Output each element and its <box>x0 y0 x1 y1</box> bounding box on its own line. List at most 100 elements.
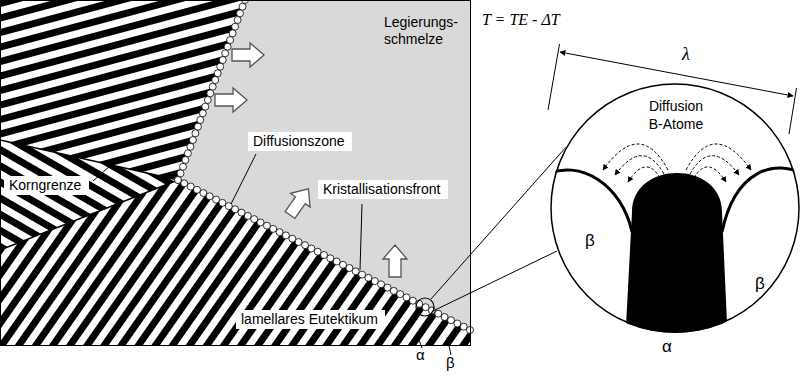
leader-line <box>231 154 256 204</box>
front-scallop <box>359 271 366 278</box>
front-scallop <box>237 10 244 17</box>
front-scallop <box>175 177 182 184</box>
front-scallop <box>365 274 372 281</box>
phase-label: β <box>446 354 455 372</box>
front-scallop <box>371 278 378 285</box>
front-scallop <box>209 83 216 90</box>
front-scallop <box>257 219 264 226</box>
front-scallop <box>295 239 302 246</box>
dimension-line <box>560 52 793 96</box>
front-scallop <box>204 97 211 104</box>
leader-lines <box>93 154 451 355</box>
phase-label: β <box>585 230 595 251</box>
phase-label: β <box>755 273 765 294</box>
front-scallop <box>187 143 194 150</box>
diffusion-path <box>615 156 664 175</box>
front-scallop <box>251 216 258 223</box>
extension-line <box>548 44 560 110</box>
crystallisation-front <box>175 0 474 334</box>
front-scallop <box>194 123 201 130</box>
leader-line <box>447 337 451 355</box>
front-scallop <box>206 193 213 200</box>
front-scallop <box>187 183 194 190</box>
front-scallop <box>194 186 201 193</box>
beta-interface <box>545 170 632 232</box>
front-scallop <box>234 17 241 24</box>
diffusion-zone-label: Diffusionszone <box>248 132 352 151</box>
magnifier-circle: Diffusion B-Atomeββα <box>550 83 800 333</box>
front-scallop <box>244 212 251 219</box>
front-scallop <box>403 294 410 301</box>
front-scallop <box>282 232 289 239</box>
growth-arrow <box>232 43 264 67</box>
front-scallop <box>177 170 184 177</box>
box-text: Diffusionszone <box>253 133 347 150</box>
front-scallop <box>302 242 309 249</box>
phase-label: α <box>662 336 672 357</box>
front-scallop <box>180 163 187 170</box>
front-scallop <box>384 284 391 291</box>
front-scallop <box>175 177 182 184</box>
front-scallop <box>232 206 239 213</box>
front-scallop <box>214 70 221 77</box>
temperature-label: T = TE - ΔT <box>482 10 560 29</box>
spacing-label: λ <box>682 44 690 66</box>
front-scallop <box>217 63 224 70</box>
magnified-front <box>545 144 805 345</box>
front-scallop <box>224 43 231 50</box>
growth-arrow <box>383 245 407 277</box>
front-scallop <box>321 252 328 259</box>
front-scallop <box>192 130 199 137</box>
magnifier-border <box>551 84 799 332</box>
front-scallop <box>182 157 189 164</box>
front-scallop <box>200 190 207 197</box>
front-scallop <box>263 222 270 229</box>
front-scallop <box>308 245 315 252</box>
diffusion-label: Diffusion B-Atome <box>640 98 712 133</box>
front-scallop <box>352 268 359 275</box>
front-scallop <box>232 23 239 30</box>
front-scallop <box>378 281 385 288</box>
front-scallop <box>270 225 277 232</box>
front-scallop <box>327 255 334 262</box>
grain-boundary-label: Korngrenze <box>4 176 89 195</box>
magnifier-line <box>433 251 557 311</box>
front-scallop <box>213 196 220 203</box>
front-scallop <box>239 3 246 10</box>
front-scallop <box>199 110 206 117</box>
front-scallop <box>207 90 214 97</box>
beta-interface <box>722 168 805 232</box>
diffusion-path <box>694 167 726 182</box>
front-scallop <box>409 297 416 304</box>
growth-arrow <box>280 182 318 222</box>
front-scallop <box>390 287 397 294</box>
leader-line <box>360 204 362 270</box>
front-scallop <box>181 180 188 187</box>
front-scallop <box>340 261 347 268</box>
box-text: lamellares Eutektikum <box>241 311 380 328</box>
eutectic-label: lamellares Eutektikum <box>236 310 385 329</box>
magnifier-spot <box>416 298 434 316</box>
box-text: Kristallisationsfront <box>323 181 443 198</box>
front-scallop <box>289 235 296 242</box>
front-scallop <box>184 150 191 157</box>
front-scallop <box>229 30 236 37</box>
diffusion-path <box>628 167 660 182</box>
front-scallop <box>346 265 353 272</box>
front-scallop <box>314 248 321 255</box>
melt-label: Legierungs- schmelze <box>384 14 470 48</box>
front-scallop <box>454 320 461 327</box>
leader-line <box>93 166 110 181</box>
panel-frame <box>1 1 471 346</box>
grain-boundary <box>0 140 178 180</box>
box-text: Korngrenze <box>9 177 84 194</box>
front-scallop <box>422 304 429 311</box>
front-scallop <box>238 209 245 216</box>
front-scallop <box>441 314 448 321</box>
front-scallop <box>333 258 340 265</box>
alloy-melt <box>178 0 470 330</box>
alpha-lamella <box>625 173 728 345</box>
front-scallop <box>189 137 196 144</box>
front-scallop <box>197 117 204 124</box>
